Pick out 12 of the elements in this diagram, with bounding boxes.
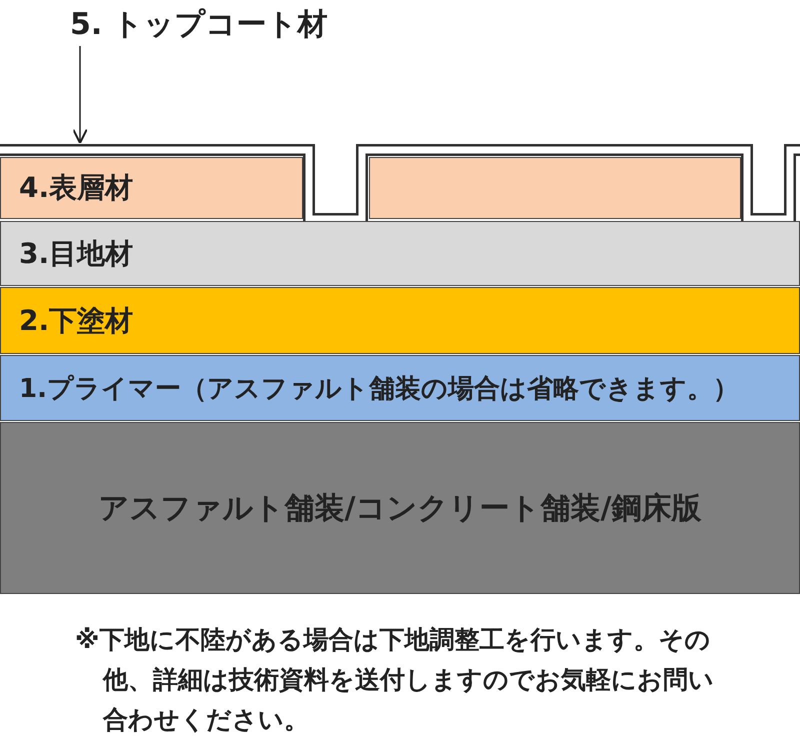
substrate-layer	[0, 422, 800, 594]
layer-label: 5. トップコート材	[70, 6, 328, 44]
leader-arrow	[72, 46, 88, 144]
layer-name: 4.表層材	[19, 170, 134, 206]
layer-name: 1.プライマー（アスファルト舗装の場合は省略できます。）	[19, 372, 739, 406]
base-coat-layer	[0, 287, 800, 354]
layer-name: アスファルト舗装/コンクリート舗装/鋼床版	[98, 490, 702, 528]
joint-layer	[0, 221, 800, 286]
primer-layer	[0, 355, 800, 421]
layer-name: 3.目地材	[19, 236, 134, 272]
layer-name: 2.下塗材	[19, 302, 134, 338]
note-text: ※下地に不陸がある場合は下地調整工を行います。その他、詳細は技術資料を送付しますのでお気軽にお問い合わせください。	[75, 624, 715, 736]
